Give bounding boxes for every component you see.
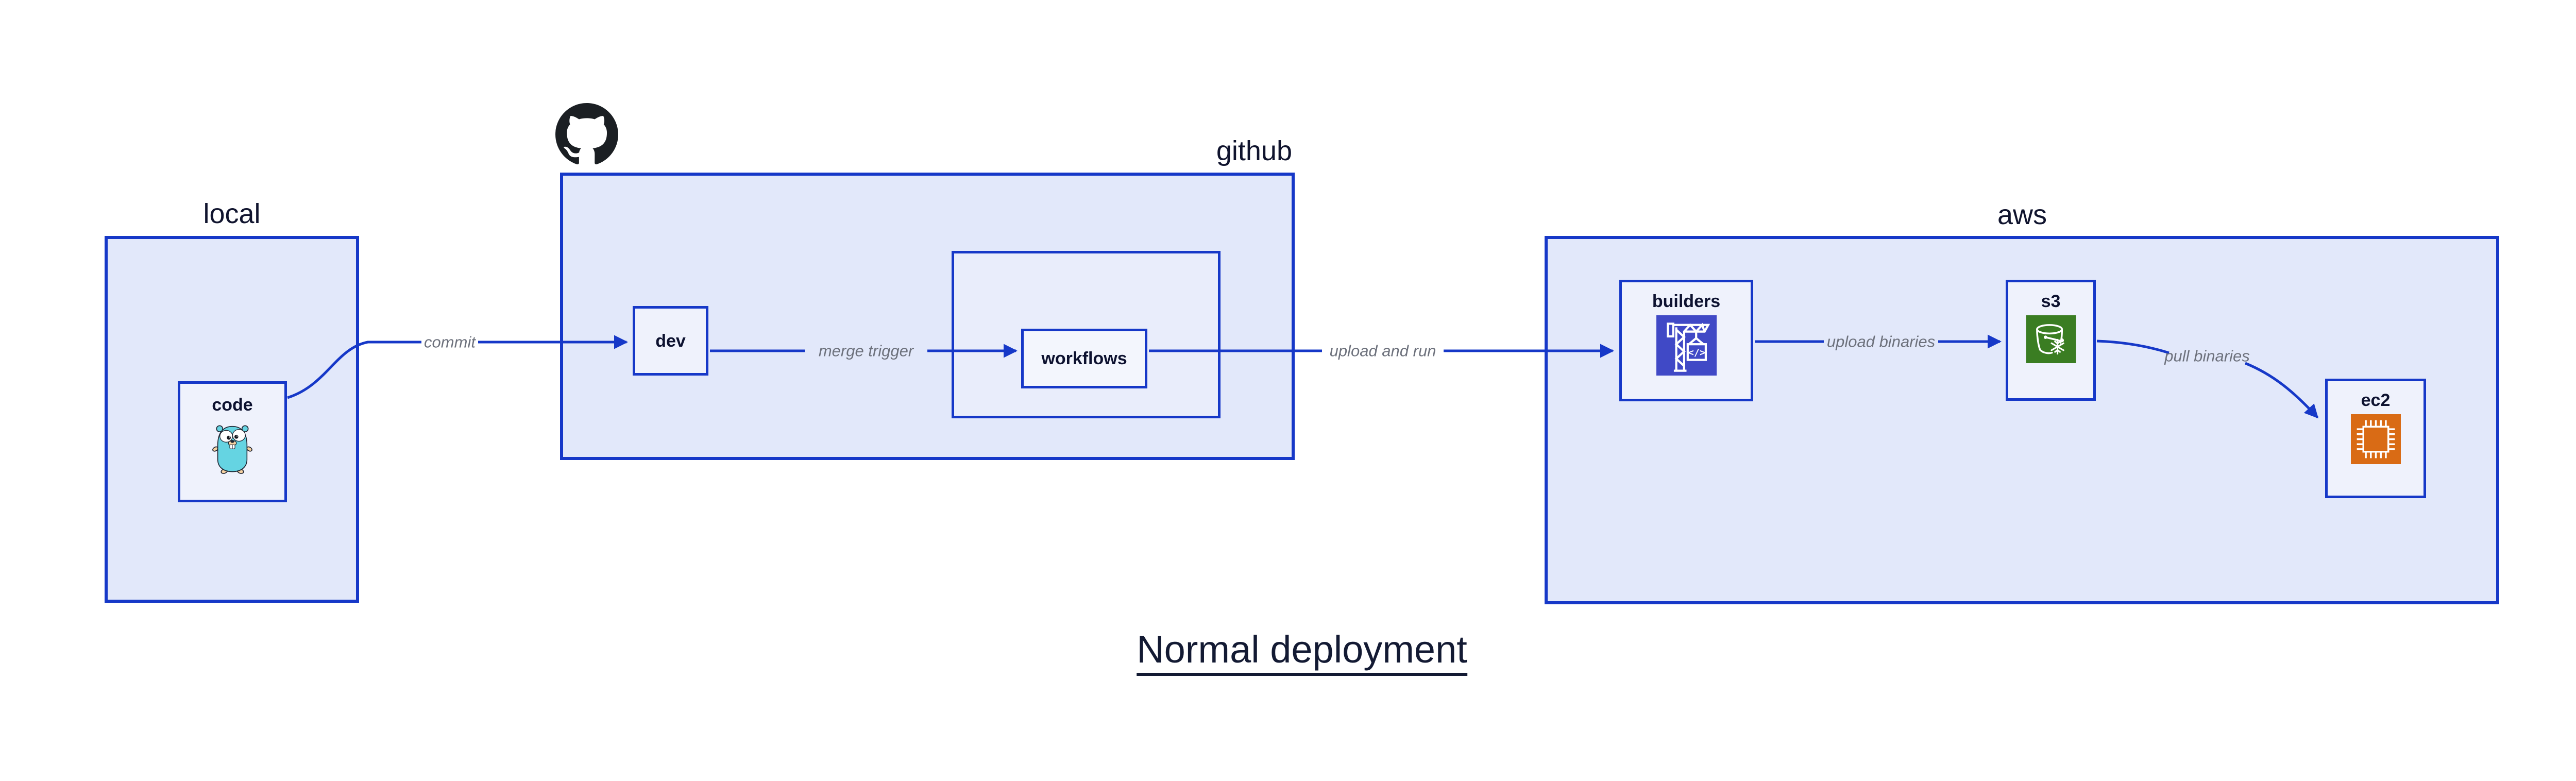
node-ec2-label: ec2	[2361, 390, 2391, 410]
node-builders: builders </>	[1619, 280, 1753, 401]
codebuild-crane-icon: </>	[1656, 315, 1717, 376]
node-builders-label: builders	[1652, 292, 1721, 311]
node-dev: dev	[633, 306, 708, 376]
edge-label-merge-trigger: merge trigger	[818, 342, 914, 360]
node-s3: s3	[2006, 280, 2096, 401]
ec2-chip-icon	[2350, 414, 2401, 464]
svg-text:</>: </>	[1688, 347, 1705, 358]
node-dev-label: dev	[655, 331, 686, 351]
node-s3-label: s3	[2041, 292, 2061, 311]
diagram-title: Normal deployment	[1137, 631, 1467, 676]
node-ec2: ec2	[2325, 379, 2426, 498]
edge-label-upload-binaries: upload binaries	[1826, 332, 1936, 351]
section-label-aws: aws	[1997, 199, 2047, 230]
section-label-github: github	[1216, 135, 1292, 166]
edge-label-commit: commit	[424, 333, 476, 351]
section-label-local: local	[203, 198, 261, 229]
node-workflows-label: workflows	[1041, 349, 1127, 368]
edge-label-pull-binaries: pull binaries	[2164, 347, 2250, 365]
github-octocat-icon	[555, 103, 618, 164]
go-gopher-icon	[212, 425, 252, 474]
edge-label-upload-and-run: upload and run	[1329, 342, 1436, 360]
node-code: code	[178, 381, 287, 502]
node-code-label: code	[212, 395, 253, 415]
s3-glacier-bucket-icon	[2026, 315, 2076, 363]
node-workflows: workflows	[1021, 329, 1147, 388]
